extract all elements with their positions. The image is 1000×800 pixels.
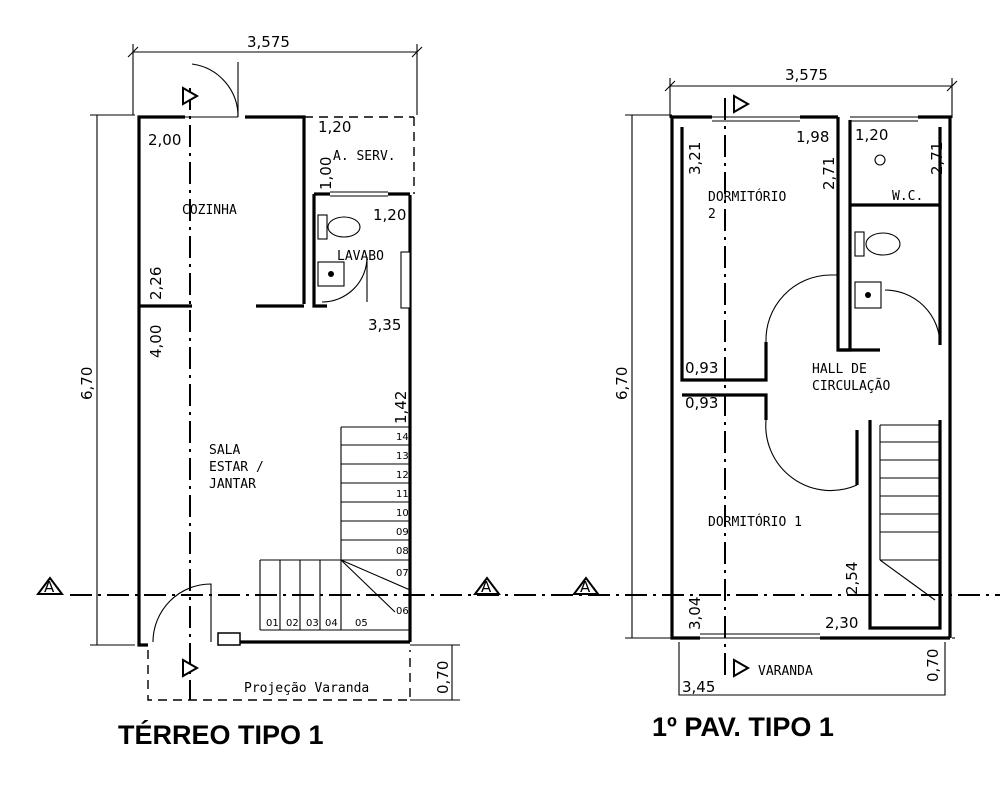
dim-label: 1,42 [392,391,410,424]
dim-label: 2,71 [928,142,946,175]
dim-label: 1,00 [317,157,335,190]
dim-label: 3,45 [682,678,715,696]
room-label-bedroom-2-number: 2 [708,207,716,222]
step-label: 12 [396,470,409,481]
room-label-bedroom-2: DORMITÓRIO [708,189,786,205]
section-marker-mid-left: A [473,576,501,596]
dim-label: 2,54 [843,562,861,595]
step-label: 09 [396,527,409,538]
step-label: 14 [396,432,409,443]
section-marker-mid-right: A [572,576,600,596]
dim-label: 1,20 [373,206,406,224]
dim-label: 3,21 [686,142,704,175]
section-marker-label-mid-right: A [580,578,591,596]
dim-label: 2,00 [148,131,181,149]
room-label-service-area: A. SERV. [333,149,396,164]
room-label-veranda: VARANDA [758,664,813,679]
step-label: 07 [396,568,409,579]
step-label: 08 [396,546,409,557]
section-marker-left: A [36,576,64,596]
step-label: 02 [286,618,299,629]
veranda-projection-label: Projeção Varanda [244,681,369,696]
upper-stairs [879,424,940,601]
dim-label: 0,93 [685,394,718,412]
section-marker-label-left: A [44,578,55,596]
room-label-living-3: JANTAR [209,477,256,492]
ground-floor-title: TÉRREO TIPO 1 [118,719,324,750]
dim-label: 2,26 [147,267,165,300]
ground-floor-plan: 3,575 6,70 [78,33,460,750]
room-label-kitchen: COZINHA [182,203,237,218]
dim-label: 1,20 [855,126,888,144]
dim-label: 2,71 [820,157,838,190]
room-label-lavabo: LAVABO [337,249,384,264]
dim-label: 1,98 [796,128,829,146]
room-label-hall-1: HALL DE [812,362,867,377]
room-label-hall-2: CIRCULAÇÃO [812,378,890,394]
room-label-wc: W.C. [892,189,923,204]
ground-stairs: 01 02 03 04 05 06 07 08 09 10 11 12 13 1… [259,426,411,631]
step-label: 10 [396,508,409,519]
dim-label: 3,04 [686,597,704,630]
step-label: 05 [355,618,368,629]
ground-width-dimension: 3,575 [247,33,290,51]
step-label: 04 [325,618,338,629]
dim-label: 3,35 [368,316,401,334]
room-label-living-2: ESTAR / [209,460,264,475]
step-label: 13 [396,451,409,462]
room-label-bedroom-1: DORMITÓRIO 1 [708,514,802,530]
dim-label: 1,20 [318,118,351,136]
room-label-living-1: SALA [209,443,240,458]
step-label: 11 [396,489,409,500]
step-label: 06 [396,606,409,617]
step-label: 03 [306,618,319,629]
upper-floor-plan: 3,575 6,70 [613,66,958,742]
upper-width-dimension: 3,575 [785,66,828,84]
dim-label: 0,93 [685,359,718,377]
ground-depth-dimension: 6,70 [78,367,96,400]
dim-label: 4,00 [147,325,165,358]
upper-depth-dimension: 6,70 [613,367,631,400]
dim-label: 2,30 [825,614,858,632]
upper-floor-title: 1º PAV. TIPO 1 [652,712,834,742]
section-marker-label-mid-left: A [481,578,492,596]
dim-label: 0,70 [434,661,452,694]
step-label: 01 [266,618,279,629]
dim-label: 0,70 [924,649,942,682]
